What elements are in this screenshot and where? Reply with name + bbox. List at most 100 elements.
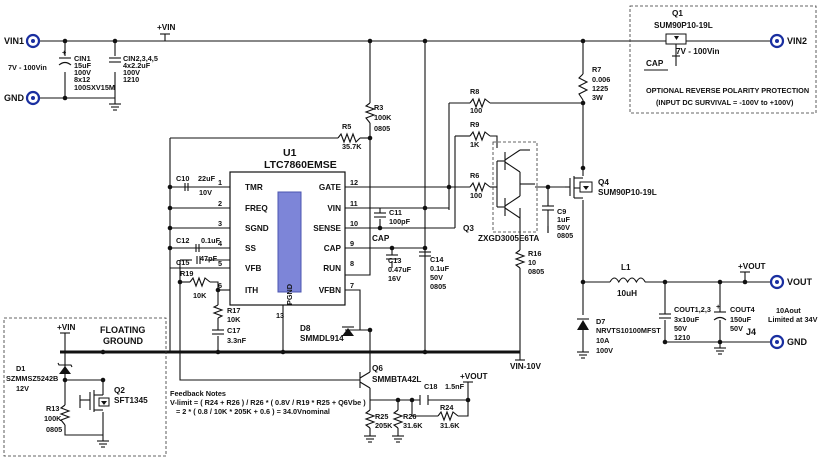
mosfet-q1: Q1 SUM90P10-19L CAP bbox=[644, 9, 713, 71]
net-label-vout-small: +VOUT bbox=[460, 372, 488, 383]
q1-note: OPTIONAL REVERSE POLARITY PROTECTION bbox=[646, 86, 809, 95]
net-label-vin-neg: VIN-10V bbox=[510, 352, 541, 371]
q6-part: SMMBTA42L bbox=[372, 375, 421, 384]
cout4-value: 150uF bbox=[730, 315, 752, 324]
c12-ref: C12 bbox=[176, 236, 189, 245]
resistor-r8: R8 100 bbox=[469, 87, 491, 115]
net-label-vin: +VIN bbox=[157, 23, 176, 41]
resistor-r3: R3 100K 0805 bbox=[364, 102, 392, 133]
q4-ref: Q4 bbox=[598, 178, 609, 187]
ic-pin-name-right: SENSE bbox=[313, 224, 341, 233]
ic-pin-name-right: CAP bbox=[324, 244, 342, 253]
c9-ref: C9 bbox=[557, 207, 566, 216]
ic-pin-number-left: 5 bbox=[218, 259, 222, 268]
floating-label-2: GROUND bbox=[103, 336, 143, 346]
capacitor-c12: C12 0.1uF bbox=[176, 236, 221, 252]
r7-value: 0.006 bbox=[592, 75, 610, 84]
svg-text:+: + bbox=[62, 48, 66, 57]
ic-u1: U1 LTC7860EMSE 1TMR2FREQ3SGND4SS5VFB6ITH… bbox=[218, 147, 358, 320]
terminal-j4[interactable]: J4 GND bbox=[746, 327, 808, 350]
r6-value: 100 bbox=[470, 191, 482, 200]
c14-ref: C14 bbox=[430, 255, 444, 264]
feedback-line1: V-limit = ( R24 + R26 ) / R26 * ( 0.8V /… bbox=[170, 398, 366, 407]
q1-part: SUM90P10-19L bbox=[654, 21, 713, 30]
r25-value: 205K bbox=[375, 421, 393, 430]
r13-size: 0805 bbox=[46, 425, 62, 434]
terminal-vin2[interactable]: VIN2 bbox=[769, 33, 807, 49]
capacitor-c11: C11 100pF bbox=[374, 208, 411, 226]
cout4-ref: COUT4 bbox=[730, 305, 756, 314]
terminal-vin2-label: VIN2 bbox=[787, 36, 807, 46]
net-label-vin-small: +VIN bbox=[57, 323, 76, 334]
resistor-r5: R5 35.7K bbox=[337, 122, 362, 151]
cout4-voltage: 50V bbox=[730, 324, 743, 333]
cin2-voltage: 100V bbox=[123, 68, 140, 77]
diode-d8: D8 SMMDL914 bbox=[300, 324, 354, 343]
r16-size: 0805 bbox=[528, 267, 544, 276]
feedback-title: Feedback Notes bbox=[170, 389, 226, 398]
r9-ref: R9 bbox=[470, 120, 479, 129]
terminal-gnd[interactable]: GND bbox=[4, 90, 41, 106]
cin1-size: 8x12 bbox=[74, 75, 90, 84]
terminal-j4-label: J4 bbox=[746, 327, 756, 337]
ic-pin-name-left: VFB bbox=[245, 264, 261, 273]
d7-ref: D7 bbox=[596, 317, 605, 326]
net-label-vout-text: +VOUT bbox=[738, 262, 766, 271]
ground-symbol bbox=[109, 103, 121, 111]
d1-voltage: 12V bbox=[16, 384, 29, 393]
q3-outline bbox=[492, 141, 538, 233]
terminal-j4-gnd-label: GND bbox=[787, 337, 808, 347]
r17-ref: R17 bbox=[227, 306, 240, 315]
ic-pin-name-left: FREQ bbox=[245, 204, 268, 213]
terminal-vout[interactable]: VOUT bbox=[769, 274, 813, 290]
r24-value: 31.6K bbox=[440, 421, 460, 430]
r8-value: 100 bbox=[470, 106, 482, 115]
resistor-r7: R7 0.006 1225 3W bbox=[577, 65, 610, 102]
q4-part: SUM90P10-19L bbox=[598, 188, 657, 197]
ic-pin-name-left: ITH bbox=[245, 286, 258, 295]
vout-note-2: Limited at 34V bbox=[768, 315, 818, 324]
ic-pin-number-left: 2 bbox=[218, 199, 222, 208]
r26-ref: R26 bbox=[403, 412, 416, 421]
ic-pin-name-right: VIN bbox=[327, 204, 341, 213]
cout123-size: 1210 bbox=[674, 333, 690, 342]
terminal-gnd-label: GND bbox=[4, 93, 25, 103]
q3-ref: Q3 bbox=[463, 224, 474, 233]
c14-size: 0805 bbox=[430, 282, 446, 291]
c9-value: 1uF bbox=[557, 215, 571, 224]
resistor-r9: R9 1K bbox=[469, 120, 491, 149]
ic-pin-number-right: 9 bbox=[350, 239, 354, 248]
r17-value: 10K bbox=[227, 315, 241, 324]
ground-symbols-right bbox=[577, 342, 726, 359]
ic-pin-number-right: 11 bbox=[350, 199, 358, 208]
ic-pgnd: PGND bbox=[285, 284, 294, 305]
capacitor-cout123: COUT1,2,3 3x10uF 50V 1210 bbox=[659, 305, 711, 342]
c10-voltage: 10V bbox=[199, 188, 212, 197]
capacitor-c10: C10 22uF 10V bbox=[176, 174, 216, 197]
ic-pin-name-left: SGND bbox=[245, 224, 269, 233]
c17-value: 3.3nF bbox=[227, 336, 247, 345]
capacitor-c14: C14 0.1uF 50V 0805 bbox=[419, 251, 450, 291]
transistor-q3: Q3 ZXGD3005E6TA bbox=[463, 149, 539, 243]
d7-current: 10A bbox=[596, 336, 610, 345]
c10-value: 22uF bbox=[198, 174, 216, 183]
net-label-vout: +VOUT bbox=[738, 262, 766, 273]
resistor-r19: R19 10K bbox=[180, 269, 211, 300]
c15-ref: C15 bbox=[176, 258, 189, 267]
l1-value: 10uH bbox=[617, 289, 637, 298]
terminal-vin1[interactable]: VIN1 bbox=[4, 33, 41, 49]
resistor-r6: R6 100 bbox=[469, 171, 491, 200]
floating-ground-box bbox=[3, 317, 167, 457]
r16-ref: R16 bbox=[528, 249, 541, 258]
mosfet-q4: Q4 SUM90P10-19L bbox=[565, 176, 657, 199]
terminal-vout-label: VOUT bbox=[787, 277, 813, 287]
net-label-vin-neg-text: VIN-10V bbox=[510, 362, 541, 371]
r9-value: 1K bbox=[470, 140, 480, 149]
svg-text:+: + bbox=[716, 302, 720, 311]
capacitor-c17: C17 3.3nF bbox=[212, 326, 247, 345]
q1-range: 7V - 100Vin bbox=[676, 47, 720, 56]
cin1-voltage: 100V bbox=[74, 68, 91, 77]
ic-pin-name-right: GATE bbox=[319, 183, 342, 192]
ic-pin-number-right: 8 bbox=[350, 259, 354, 268]
